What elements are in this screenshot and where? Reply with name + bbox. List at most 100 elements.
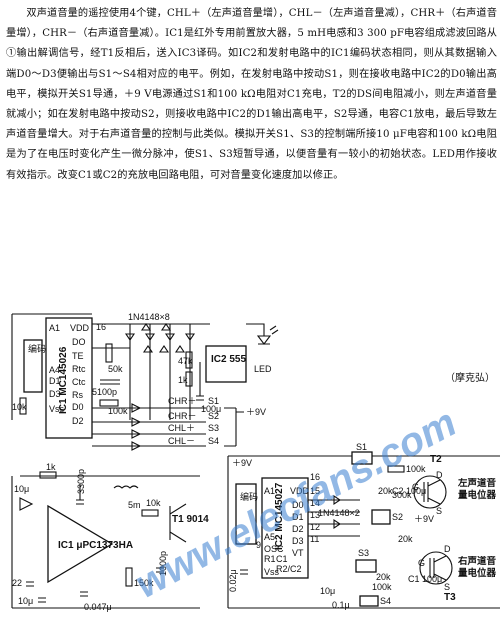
pin-b-osc: OSC [264, 544, 284, 554]
cap-10u-bottom-label: 10μ [18, 596, 33, 606]
pin-b-num-15: 15 [310, 486, 320, 496]
pin-rs: Rs [72, 390, 83, 400]
ic2-bottom-label: IC2 MC145027 [274, 482, 285, 550]
res-47k [185, 351, 193, 369]
ic1-mc145026 [45, 317, 93, 439]
pin-b-d3: D3 [292, 536, 304, 546]
t2-gate-label: G [412, 482, 419, 492]
right-pot-label: 右声道音量电位器 [458, 556, 497, 579]
cap-3300p-label: 3300p [76, 469, 86, 494]
analog-switch-s3 [355, 559, 377, 573]
pin-d1: D1 [49, 376, 61, 386]
right-pot-label-box: 右声道音量电位器 [458, 556, 497, 579]
res-100k-b2-label: 100k [372, 582, 392, 592]
pin-te: TE [72, 351, 84, 361]
pin-d0: D0 [72, 402, 84, 412]
cap-c2-label: C2 100μ [392, 486, 426, 496]
cap-22-label: 22 [12, 578, 22, 588]
pin-b-a1: A1 [264, 486, 275, 496]
key-chr-minus: CHR－ [168, 411, 197, 421]
pin-b-num-14: 14 [310, 498, 320, 508]
author-signature: （摩克弘） [445, 373, 495, 384]
pin-vdd: VDD [70, 323, 90, 333]
pin-rtc: Rtc [72, 364, 86, 374]
pin-b-vss: Vss [264, 567, 280, 577]
t2-label: T2 [430, 454, 442, 465]
diode-array [124, 323, 196, 353]
res-1k-bottom [39, 471, 57, 479]
res-100k-label: 100k [108, 406, 128, 416]
led-label: LED [254, 364, 272, 374]
t3-drain-label: D [444, 544, 451, 554]
res-1k [185, 371, 193, 387]
pin-b-num-9: 9 [256, 540, 261, 550]
schematic-bottom: 1k 10μ IC1 μPC1373HA 3300p 5m 22 10μ 0.0… [11, 442, 500, 612]
diode-array-label: 1N4148×8 [128, 312, 170, 322]
pin-do: DO [72, 337, 86, 347]
res-47k-label: 47k [178, 356, 193, 366]
supply-top-label: ＋9V [246, 407, 266, 417]
pin-b-r2c2: R2/C2 [276, 564, 302, 574]
res-100k [99, 399, 119, 407]
pin-b-r1: R1 [264, 554, 276, 564]
pin-16-label: 16 [96, 322, 106, 332]
pin-d2: D2 [72, 416, 84, 426]
cap-002-label: 0.02μ [228, 569, 238, 592]
t2-mosfet [413, 475, 447, 509]
article-text: 双声道音量的遥控使用4个键，CHL＋（左声道音量增），CHL－（左声道音量减），… [6, 4, 497, 186]
t3-label: T3 [444, 592, 456, 603]
res-100k-b1-label: 100k [406, 464, 426, 474]
cap-047-label: 0.047μ [84, 602, 112, 612]
encoder-bottom-label: 编码 [240, 491, 258, 502]
schematic-top: 编码 IC1 MC145026 A1 A4 D1 D3 Vss VDD DO T… [11, 312, 279, 451]
left-pot-label-box: 左声道音量电位器 [458, 478, 496, 501]
switch-s3: S3 [208, 423, 219, 433]
analog-switch-s1 [351, 451, 373, 465]
supply-bottom-right-label: ＋9V [414, 514, 434, 524]
pin-b-num-13: 13 [310, 510, 320, 520]
analog-switch-s4 [359, 595, 379, 607]
sw-b-s3: S3 [358, 548, 369, 558]
encoder-dip-switch [23, 339, 43, 393]
pin-ctc: Ctc [72, 377, 86, 387]
res-20k-b3-label: 20k [398, 534, 413, 544]
cap-100u-label: 100μ [201, 404, 221, 414]
res-10k-bottom [141, 509, 159, 517]
res-150k [125, 567, 133, 587]
cap-1000p-label: 1000p [158, 551, 168, 576]
key-switches [131, 403, 142, 451]
key-chl-plus: CHL＋ [168, 423, 195, 433]
res-150k-label: 150k [134, 578, 154, 588]
pin-b-c1: C1 [276, 554, 288, 564]
pin-d3: D3 [49, 389, 61, 399]
pin-b-num-11: 11 [310, 534, 319, 544]
pin-b-num-16: 16 [310, 472, 320, 482]
pin-b-d1: D1 [292, 512, 304, 522]
inductor-label: 5m [128, 500, 141, 510]
res-10k-label: 10k [12, 402, 27, 412]
pin-b-d0: D0 [292, 500, 304, 510]
pin-b-vt: VT [292, 548, 304, 558]
key-chr-plus: CHR＋ [168, 396, 197, 406]
sw-b-s4: S4 [380, 596, 391, 606]
res-20k-b1-label: 20k [378, 486, 393, 496]
t3-gate-label: G [418, 558, 425, 568]
res-20k-b2-label: 20k [376, 572, 391, 582]
encoder-label: 编码 [28, 343, 46, 354]
pin-a1: A1 [49, 323, 60, 333]
t2-source-label: S [436, 506, 442, 516]
switch-s2: S2 [208, 411, 219, 421]
pin-b-vdd: VDD [290, 486, 310, 496]
key-chl-minus: CHL－ [168, 436, 195, 446]
res-1k-bottom-label: 1k [46, 462, 56, 472]
ic1-label: IC1 MC145026 [58, 346, 69, 414]
res-10k [19, 397, 27, 415]
diodes-bottom-label: 1N4148×2 [318, 508, 360, 518]
res-1k-label: 1k [178, 375, 188, 385]
switch-s1: S1 [208, 396, 219, 406]
supply-bottom-label: ＋9V [232, 458, 252, 468]
pin-b-a5: A5 [264, 532, 275, 542]
pin-b-d2: D2 [292, 524, 304, 534]
t1-label: T1 9014 [172, 514, 209, 525]
